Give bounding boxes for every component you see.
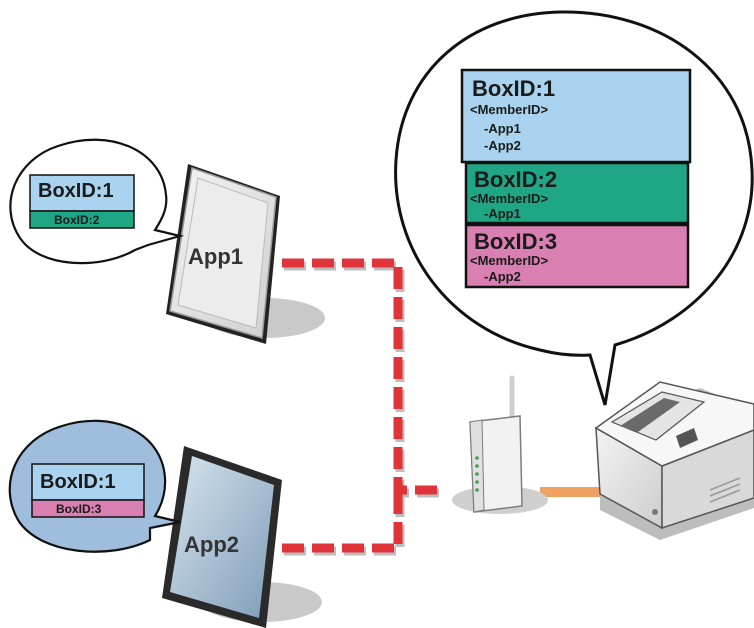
app2-bubble-box3-label: BoxID:3 <box>56 502 102 516</box>
app2-label: App2 <box>184 532 239 557</box>
printer-box3-header: <MemberID> <box>470 253 548 268</box>
printer-box1-header: <MemberID> <box>470 102 548 117</box>
app2-bubble: BoxID:1 BoxID:3 <box>8 419 181 553</box>
printer-box1: BoxID:1 <MemberID> -App1 -App2 <box>460 68 692 164</box>
app2-bubble-box3 <box>31 499 145 518</box>
app1-bubble-box1 <box>29 174 135 212</box>
printer-box1-member: -App2 <box>484 138 521 153</box>
printer-box3-member: -App2 <box>484 269 521 284</box>
app1-bubble-box1-label: BoxID:1 <box>38 180 114 202</box>
app2-bubble-box1-label: BoxID:1 <box>40 471 116 493</box>
printer-box2: BoxID:2 <MemberID> -App1 <box>464 161 690 225</box>
app1-bubble-box2 <box>29 210 135 229</box>
tablet-app1 <box>166 164 325 344</box>
wireless-router-icon <box>452 375 548 514</box>
tablet-app2 <box>162 446 322 628</box>
app2-bubble-box1 <box>31 463 145 501</box>
printer-box1-member: -App1 <box>484 121 521 136</box>
app1-bubble: BoxID:1 BoxID:2 <box>9 138 185 265</box>
usb-cable <box>540 487 606 497</box>
printer-box2-header: <MemberID> <box>470 191 548 206</box>
receipt-printer-icon <box>594 381 754 540</box>
app1-bubble-box2-label: BoxID:2 <box>54 213 100 227</box>
printer-box3-title: BoxID:3 <box>474 229 557 254</box>
app1-label: App1 <box>188 244 243 269</box>
printer-box2-title: BoxID:2 <box>474 167 557 192</box>
printer-box2-member: -App1 <box>484 206 521 221</box>
network-connection <box>282 258 442 556</box>
printer-box1-title: BoxID:1 <box>472 76 555 101</box>
printer-box3: BoxID:3 <MemberID> -App2 <box>464 223 690 289</box>
